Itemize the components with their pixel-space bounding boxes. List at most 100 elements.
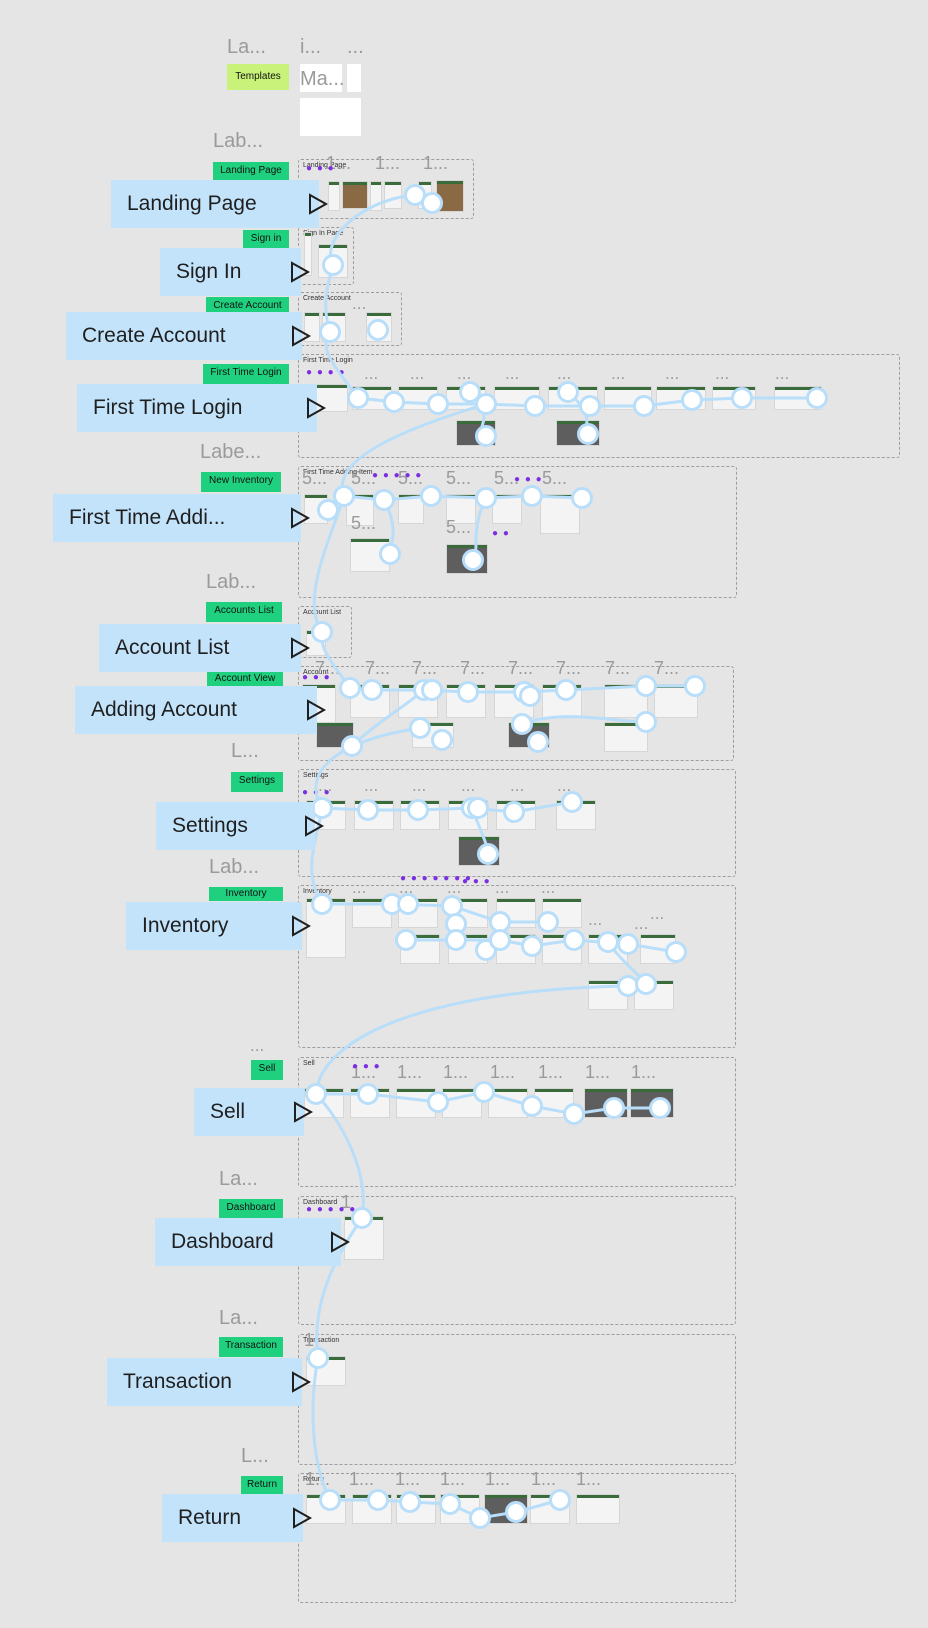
connection-node[interactable] (519, 685, 541, 707)
connection-node[interactable] (503, 801, 525, 823)
connection-node[interactable] (731, 387, 753, 409)
connection-node[interactable] (555, 679, 577, 701)
connection-node[interactable] (635, 675, 657, 697)
connection-node[interactable] (421, 679, 443, 701)
connection-node[interactable] (684, 675, 706, 697)
flow-start-account-list[interactable]: Account List (99, 624, 311, 672)
connection-node[interactable] (347, 387, 369, 409)
connection-node[interactable] (431, 729, 453, 751)
flow-start-create-account[interactable]: Create Account (66, 312, 312, 360)
connection-node[interactable] (427, 393, 449, 415)
section-return[interactable]: Return (298, 1473, 736, 1603)
sticky-inventory[interactable]: Inventory (209, 887, 283, 901)
connection-node[interactable] (351, 1207, 373, 1229)
connection-node[interactable] (563, 1103, 585, 1125)
connection-node[interactable] (563, 929, 585, 951)
connection-node[interactable] (467, 797, 489, 819)
template-frame[interactable] (347, 64, 361, 92)
connection-node[interactable] (633, 395, 655, 417)
sticky-accounts-list[interactable]: Accounts List (206, 602, 282, 622)
connection-node[interactable] (617, 933, 639, 955)
sticky-sell[interactable]: Sell (251, 1060, 283, 1080)
connection-node[interactable] (571, 487, 593, 509)
sticky-sign-in[interactable]: Sign in (243, 230, 289, 250)
screen-frame-thumbnail[interactable] (384, 181, 402, 209)
connection-node[interactable] (473, 1081, 495, 1103)
sticky-landing-page[interactable]: Landing Page (213, 162, 289, 182)
connection-node[interactable] (521, 485, 543, 507)
connection-node[interactable] (527, 731, 549, 753)
screen-frame-thumbnail[interactable] (304, 232, 312, 276)
connection-node[interactable] (409, 717, 431, 739)
screen-frame-thumbnail[interactable] (328, 181, 340, 211)
sticky-settings[interactable]: Settings (231, 772, 283, 792)
connection-node[interactable] (333, 485, 355, 507)
connection-node[interactable] (649, 1097, 671, 1119)
connection-node[interactable] (395, 929, 417, 951)
connection-node[interactable] (439, 1493, 461, 1515)
flow-start-return[interactable]: Return (162, 1494, 313, 1542)
connection-node[interactable] (557, 381, 579, 403)
connection-node[interactable] (357, 799, 379, 821)
connection-node[interactable] (427, 1091, 449, 1113)
connection-node[interactable] (579, 395, 601, 417)
connection-node[interactable] (475, 393, 497, 415)
connection-node[interactable] (399, 1491, 421, 1513)
connection-node[interactable] (367, 1489, 389, 1511)
templates-sticky[interactable]: Templates (227, 64, 289, 90)
connection-node[interactable] (311, 621, 333, 643)
connection-node[interactable] (397, 893, 419, 915)
connection-node[interactable] (341, 735, 363, 757)
connection-node[interactable] (597, 931, 619, 953)
connection-node[interactable] (489, 929, 511, 951)
connection-node[interactable] (307, 1347, 329, 1369)
connection-node[interactable] (681, 389, 703, 411)
connection-node[interactable] (357, 1083, 379, 1105)
connection-node[interactable] (319, 321, 341, 343)
flow-start-transaction[interactable]: Transaction (107, 1358, 312, 1406)
sticky-new-inventory[interactable]: New Inventory (201, 472, 281, 492)
connection-node[interactable] (379, 543, 401, 565)
connection-node[interactable] (361, 679, 383, 701)
connection-node[interactable] (635, 973, 657, 995)
connection-node[interactable] (457, 681, 479, 703)
section-transaction[interactable]: Transaction (298, 1334, 736, 1465)
template-frame[interactable] (300, 98, 361, 136)
connection-node[interactable] (311, 893, 333, 915)
connection-node[interactable] (561, 791, 583, 813)
connection-node[interactable] (511, 713, 533, 735)
sticky-return[interactable]: Return (241, 1476, 283, 1496)
connection-node[interactable] (521, 1095, 543, 1117)
connection-node[interactable] (445, 929, 467, 951)
connection-node[interactable] (537, 911, 559, 933)
flow-start-sell[interactable]: Sell (194, 1088, 314, 1136)
screen-frame-thumbnail[interactable] (342, 181, 368, 209)
connection-node[interactable] (367, 319, 389, 341)
template-frame[interactable] (300, 64, 342, 92)
sticky-transaction[interactable]: Transaction (219, 1337, 283, 1357)
connection-node[interactable] (339, 677, 361, 699)
flow-start-landing-page[interactable]: Landing Page (111, 180, 329, 228)
flow-start-sign-in[interactable]: Sign In (160, 248, 311, 296)
flow-start-first-time-login[interactable]: First Time Login (77, 384, 327, 432)
connection-node[interactable] (462, 549, 484, 571)
flow-start-first-time-adding[interactable]: First Time Addi... (53, 494, 311, 542)
flow-start-settings[interactable]: Settings (156, 802, 325, 850)
connection-node[interactable] (521, 935, 543, 957)
connection-node[interactable] (305, 1083, 327, 1105)
connection-node[interactable] (421, 192, 443, 214)
connection-node[interactable] (665, 941, 687, 963)
screen-frame-thumbnail[interactable] (370, 181, 382, 211)
connection-node[interactable] (373, 489, 395, 511)
connection-node[interactable] (475, 425, 497, 447)
connection-node[interactable] (319, 1489, 341, 1511)
connection-node[interactable] (420, 485, 442, 507)
connection-node[interactable] (407, 799, 429, 821)
connection-node[interactable] (603, 1097, 625, 1119)
connection-node[interactable] (317, 499, 339, 521)
connection-node[interactable] (322, 254, 344, 276)
connection-node[interactable] (469, 1507, 491, 1529)
connection-node[interactable] (806, 387, 828, 409)
sticky-first-time-login[interactable]: First Time Login (203, 364, 289, 384)
connection-node[interactable] (549, 1489, 571, 1511)
